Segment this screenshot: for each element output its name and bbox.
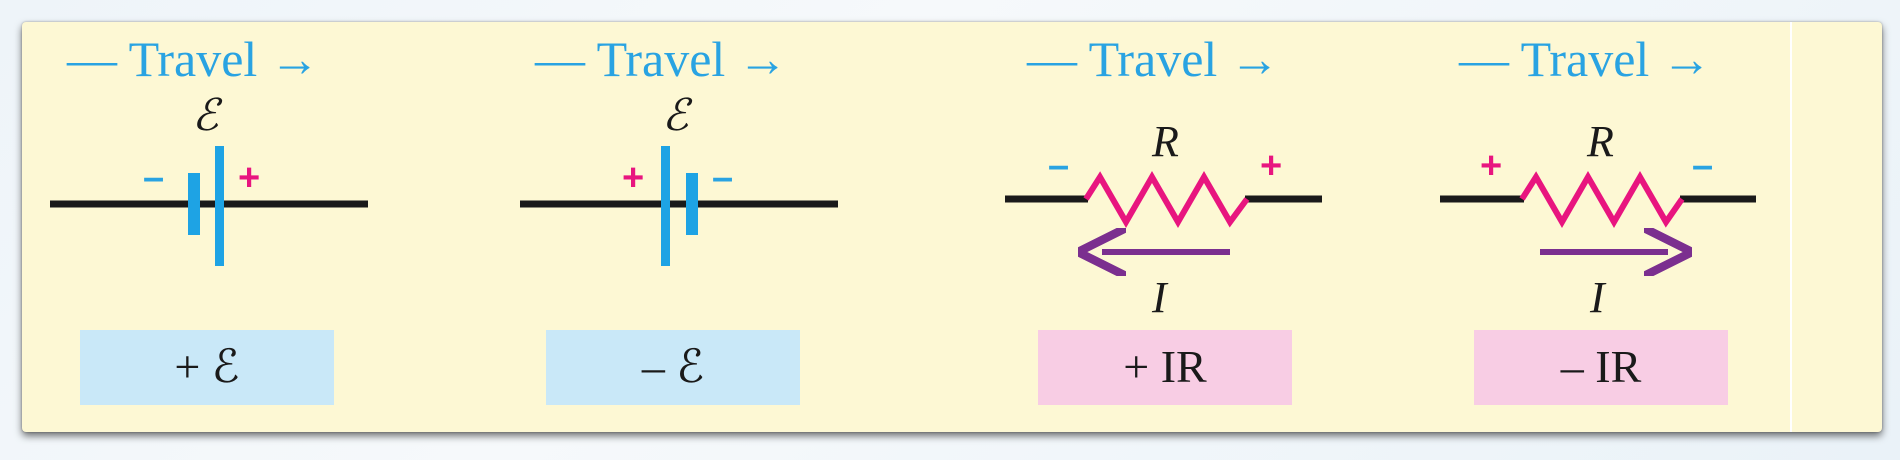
travel-label: — Travel → [66,31,320,87]
left-sign: + [1480,145,1502,187]
right-sign: – [1692,145,1713,187]
panel-1: — Travel → ℰ – + + ℰ [50,31,368,405]
result-box [546,330,800,405]
travel-label: — Travel → [534,31,788,87]
right-sign: + [1260,145,1282,187]
left-sign: – [1048,145,1069,187]
resistor-zigzag [1519,171,1685,228]
left-sign: + [622,157,644,199]
battery-short-plate [188,173,200,235]
resistor-zigzag [1083,171,1250,228]
panel-2: — Travel → ℰ + – – ℰ [520,31,838,405]
right-sign: + [238,157,260,199]
result-text: – IR [1560,341,1642,392]
result-box [1474,330,1728,405]
result-text: + IR [1123,341,1207,392]
result-box [80,330,334,405]
panel-divider [1790,22,1792,432]
panel-4: — Travel → R + – I – IR [1440,31,1756,405]
result-text: + ℰ [174,341,239,392]
travel-label: — Travel → [1458,31,1712,87]
resistor-symbol: R [1586,117,1614,166]
resistor-symbol: R [1151,117,1179,166]
battery-long-plate [661,146,670,266]
battery-long-plate [215,146,224,266]
panel-3: — Travel → R – + I + IR [1005,31,1322,405]
emf-symbol: ℰ [192,91,223,140]
battery-short-plate [686,173,698,235]
result-text: – ℰ [641,341,704,392]
current-label: I [1151,273,1169,322]
left-sign: – [143,157,164,199]
right-sign: – [712,157,733,199]
result-box [1038,330,1292,405]
current-label: I [1589,273,1607,322]
travel-label: — Travel → [1026,31,1280,87]
emf-symbol: ℰ [662,91,693,140]
